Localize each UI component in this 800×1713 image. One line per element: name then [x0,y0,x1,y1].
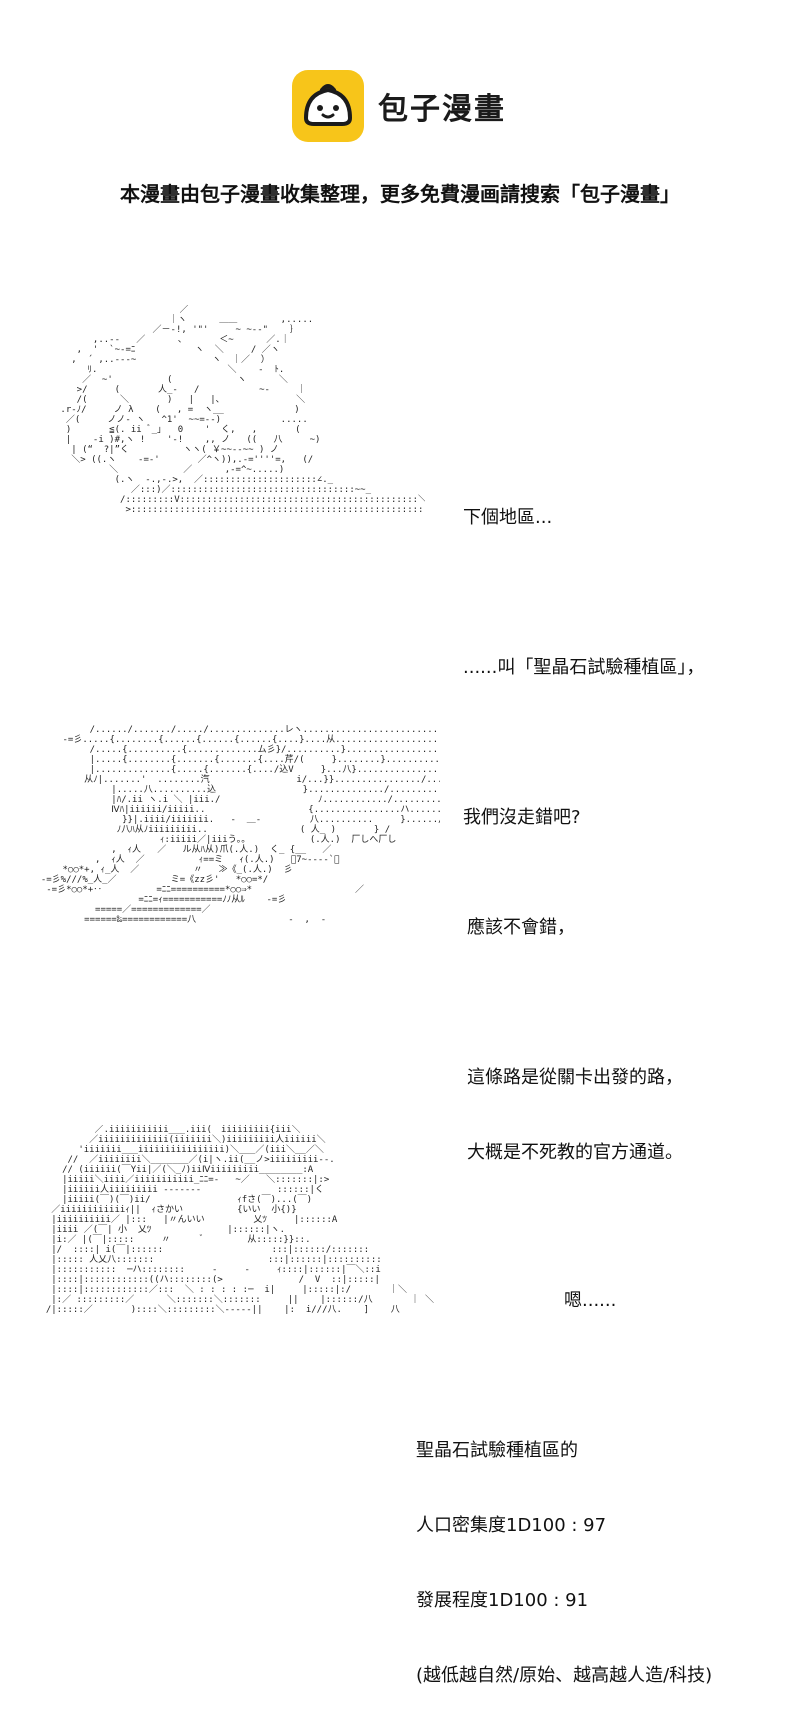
dialogue-line: 聖晶石試驗種植區的 [416,1440,578,1461]
steamed-bun-icon [292,70,364,142]
dialogue-line [467,990,683,1015]
dialogue-panel-3: 嗯...... 聖晶石試驗種植區的 人口密集度1D100 : 97 發展程度1D… [416,1238,712,1713]
dialogue-line: 大概是不死教的官方通道。 [467,1142,683,1163]
dialogue-line: 人口密集度1D100 : 97 [416,1515,607,1536]
dialogue-line: 我們沒走錯吧? [463,807,581,828]
dialogue-line [416,1363,712,1388]
dialogue-line: ......叫「聖晶石試驗種植區」， [463,657,705,678]
dialogue-panel-2: 應該不會錯， 這條路是從關卡出發的路， 大概是不死教的官方通道。 [467,865,683,1190]
ascii-art-panel-3: ／.iiiiiiiiiii___.iii(￣iiiiiiiii{iii＼ ／ii… [45,1125,434,1315]
dialogue-line: 這條路是從關卡出發的路， [467,1067,683,1088]
site-notice: 本漫畫由包子漫畫收集整理，更多免費漫画請搜索「包子漫畫」 [120,182,680,206]
dialogue-line: 下個地區... [463,507,553,528]
ascii-art-panel-1: ／ ｜ヽ ＿＿ ,..... ／－-!, '"' ~ ~-‐" ｝ ,..-‐ … [60,305,425,515]
dialogue-line: 嗯...... [564,1290,617,1311]
dialogue-line [463,730,704,755]
dialogue-panel-1: 下個地區... ......叫「聖晶石試驗種植區」， 我們沒走錯吧? [463,455,704,855]
dialogue-line: 應該不會錯， [467,917,575,938]
dialogue-line [463,580,704,605]
dialogue-line: (越低越自然/原始、越高越人造/科技) [416,1665,713,1686]
ascii-art-panel-2: /....../......./...../..............レヽ..… [40,725,440,925]
dialogue-line: 發展程度1D100 : 91 [416,1590,589,1611]
brand-logo[interactable]: 包子漫畫 [292,70,506,142]
brand-name: 包子漫畫 [378,92,506,127]
